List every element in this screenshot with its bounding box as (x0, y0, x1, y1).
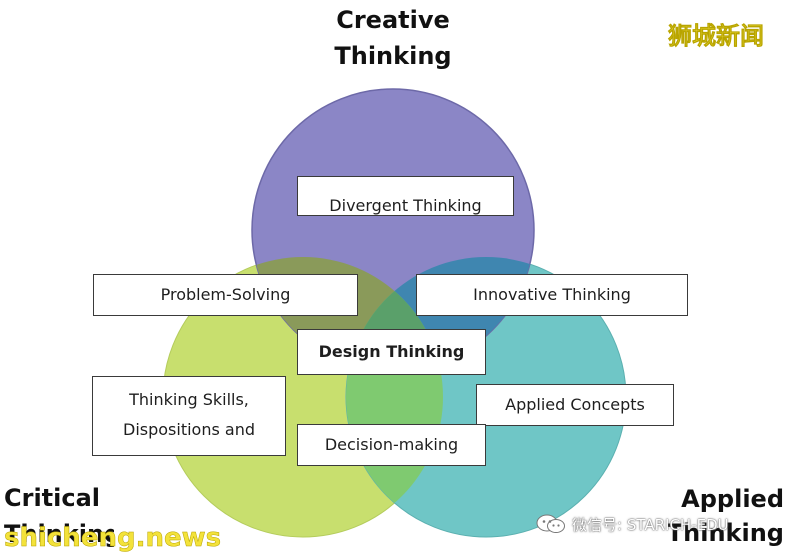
applied-concepts-box: Applied Concepts (476, 384, 674, 426)
divergent-thinking-box: Divergent Thinking (297, 176, 514, 216)
applied-label-line1: Applied (681, 485, 784, 513)
applied-thinking-label: Applied Thinking (664, 482, 784, 560)
watermark-top-right: 狮城新闻 (668, 22, 765, 51)
wechat-icon (536, 514, 565, 533)
innovative-thinking-text: Innovative Thinking (473, 285, 631, 304)
applied-concepts-text: Applied Concepts (505, 395, 645, 414)
design-thinking-box: Design Thinking (297, 329, 486, 375)
critical-label-line1: Critical (4, 484, 101, 512)
thinking-skills-line1: Thinking Skills, (129, 390, 249, 409)
design-thinking-text: Design Thinking (318, 342, 465, 361)
innovative-thinking-box: Innovative Thinking (416, 274, 688, 316)
problem-solving-text: Problem-Solving (160, 285, 291, 304)
critical-label-line2: Thinking (4, 520, 114, 548)
watermark-bottom-right: 微信号: STARICH-EDU (536, 513, 729, 535)
watermark-bottom-left: shicheng.news (4, 523, 222, 554)
creative-label-line2: Thinking (334, 42, 452, 70)
thinking-skills-line2: Dispositions and (123, 420, 255, 439)
decision-making-text: Decision-making (324, 435, 459, 454)
center-overlap (346, 257, 443, 371)
thinking-skills-box: Thinking Skills, Dispositions and (92, 376, 286, 456)
applied-label-line2: Thinking (666, 519, 784, 547)
problem-solving-box: Problem-Solving (93, 274, 358, 316)
decision-making-box: Decision-making (297, 424, 486, 466)
wechat-id-text: 微信号: STARICH-EDU (572, 515, 729, 534)
creative-label-line1: Creative (336, 6, 450, 34)
critical-thinking-label: Critical Thinking (4, 480, 114, 560)
divergent-thinking-text: Divergent Thinking (329, 196, 482, 215)
creative-thinking-label: Creative Thinking (300, 2, 486, 70)
